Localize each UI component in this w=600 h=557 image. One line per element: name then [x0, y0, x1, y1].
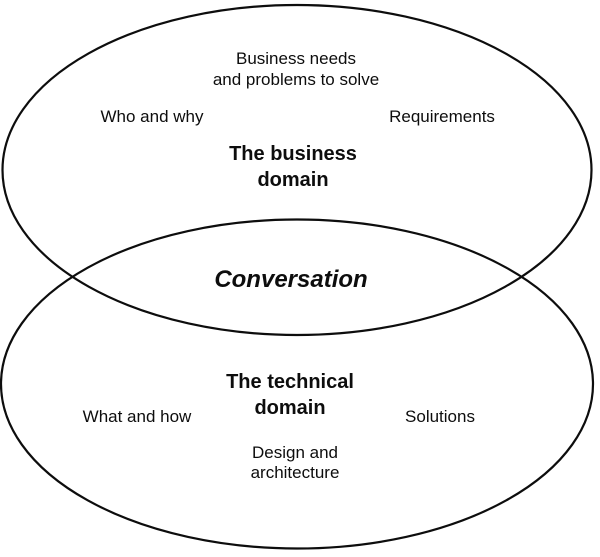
solutions-label: Solutions: [405, 407, 475, 426]
technical-domain-title: The technical domain: [226, 371, 354, 419]
design-architecture-label: Design and architecture: [250, 443, 340, 482]
business-needs-label: Business needs and problems to solve: [212, 49, 380, 89]
who-and-why-label: Who and why: [100, 107, 204, 126]
conversation-label: Conversation: [214, 266, 368, 293]
what-and-how-label: What and how: [82, 407, 192, 426]
business-domain-title: The business domain: [229, 143, 357, 191]
business-domain-ellipse: [1, 3, 593, 337]
technical-domain-ellipse: [0, 218, 595, 550]
requirements-label: Requirements: [389, 107, 495, 126]
